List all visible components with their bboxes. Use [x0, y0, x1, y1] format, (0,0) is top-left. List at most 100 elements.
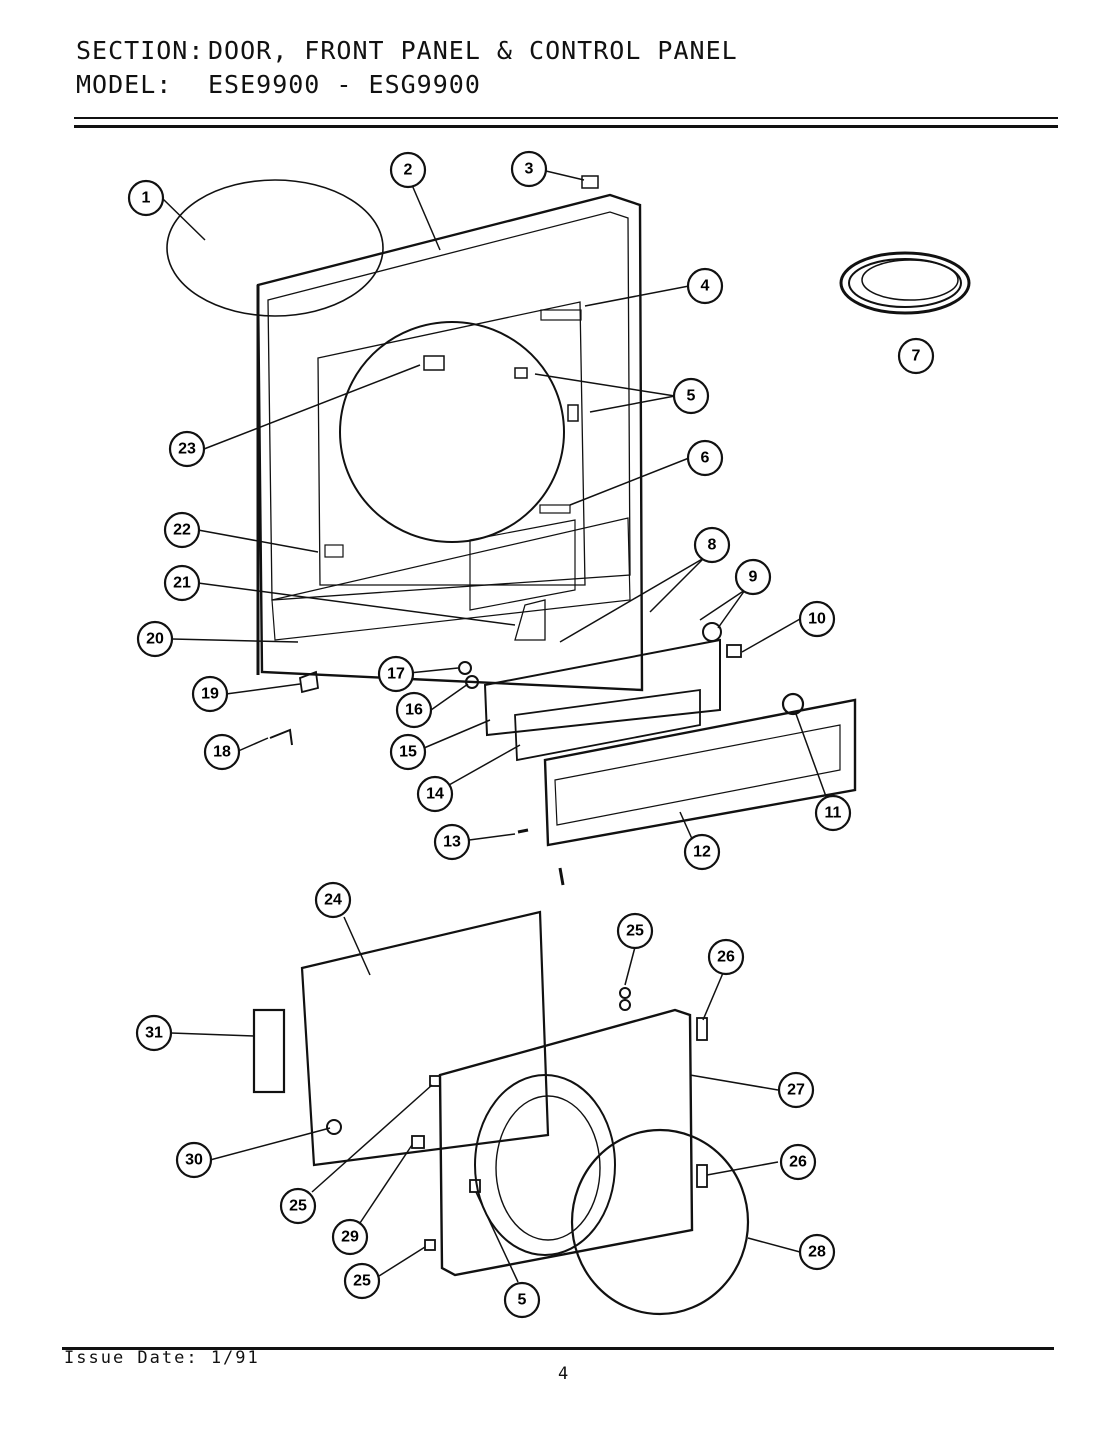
issue-date: Issue Date: 1/91 [64, 1348, 260, 1368]
callout-26a: 26 [707, 938, 745, 976]
callout-12: 12 [683, 833, 721, 871]
svg-text:28: 28 [808, 1244, 826, 1261]
part-control-bracket [469, 519, 576, 611]
svg-text:24: 24 [324, 892, 342, 909]
part-door-handle [252, 1008, 286, 1094]
page-number: 4 [558, 1364, 571, 1384]
model-label: MODEL: [76, 70, 173, 99]
svg-text:9: 9 [749, 569, 758, 586]
part-knob-11 [781, 692, 805, 716]
callout-16: 16 [395, 691, 433, 729]
callout-5b: 5 [503, 1281, 541, 1319]
svg-text:7: 7 [912, 348, 921, 365]
header-rule-bottom [74, 125, 1058, 128]
callout-30: 30 [175, 1141, 213, 1179]
part-control-overlay [514, 688, 701, 762]
callout-7: 7 [897, 337, 935, 375]
svg-text:17: 17 [387, 666, 405, 683]
callout-25c: 25 [343, 1262, 381, 1300]
svg-text:20: 20 [146, 631, 164, 648]
callout-26b: 26 [779, 1143, 817, 1181]
part-door-inner-panel [300, 910, 550, 1167]
callout-2: 2 [389, 151, 427, 189]
callout-17: 17 [377, 655, 415, 693]
callout-9: 9 [734, 558, 772, 596]
callout-24: 24 [314, 881, 352, 919]
svg-text:11: 11 [825, 805, 842, 822]
model-value: ESE9900 - ESG9900 [208, 70, 481, 99]
section-header: SECTION:DOOR, FRONT PANEL & CONTROL PANE… [76, 36, 738, 65]
svg-text:18: 18 [213, 744, 231, 761]
part-door-seal [570, 1128, 750, 1316]
svg-text:5: 5 [687, 388, 696, 405]
callout-15: 15 [389, 733, 427, 771]
svg-text:5: 5 [518, 1292, 527, 1309]
svg-text:31: 31 [145, 1025, 163, 1042]
callout-20: 20 [136, 620, 174, 658]
callout-19: 19 [191, 675, 229, 713]
callout-6: 6 [686, 439, 724, 477]
svg-text:4: 4 [701, 278, 710, 295]
svg-text:26: 26 [789, 1154, 807, 1171]
header-rule-top [74, 117, 1058, 119]
callout-28: 28 [798, 1233, 836, 1271]
callout-25b: 25 [279, 1187, 317, 1225]
callout-29: 29 [331, 1218, 369, 1256]
callout-1: 1 [127, 179, 165, 217]
svg-text:13: 13 [443, 834, 461, 851]
callout-5: 5 [672, 377, 710, 415]
svg-text:1: 1 [142, 190, 151, 207]
callout-13: 13 [433, 823, 471, 861]
callout-18: 18 [203, 733, 241, 771]
model-header: MODEL: ESE9900 - ESG9900 [76, 70, 481, 99]
callout-23: 23 [168, 430, 206, 468]
leader-lines [161, 170, 833, 1283]
svg-text:19: 19 [201, 686, 219, 703]
section-label: SECTION: [76, 36, 205, 65]
svg-text:12: 12 [693, 844, 711, 861]
svg-text:25: 25 [289, 1198, 307, 1215]
part-control-board [483, 638, 721, 737]
svg-text:8: 8 [708, 537, 717, 554]
callout-10: 10 [798, 600, 836, 638]
callout-14: 14 [416, 775, 454, 813]
svg-text:30: 30 [185, 1152, 203, 1169]
callout-25a: 25 [616, 912, 654, 950]
callout-27: 27 [777, 1071, 815, 1109]
svg-text:23: 23 [178, 441, 196, 458]
svg-text:26: 26 [717, 949, 735, 966]
part-door-outer [438, 1008, 694, 1277]
callout-22: 22 [163, 511, 201, 549]
svg-text:22: 22 [173, 522, 191, 539]
svg-text:25: 25 [353, 1273, 371, 1290]
callout-31: 31 [135, 1014, 173, 1052]
svg-text:2: 2 [404, 162, 413, 179]
part-drum-opening [339, 321, 565, 543]
callout-3: 3 [510, 150, 548, 188]
part-control-panel-bezel [543, 698, 857, 847]
part-panel-recess [317, 301, 586, 586]
svg-text:10: 10 [808, 611, 826, 628]
svg-text:16: 16 [405, 702, 423, 719]
svg-text:29: 29 [341, 1229, 359, 1246]
callout-11: 11 [814, 794, 852, 832]
callout-8: 8 [693, 526, 731, 564]
section-value: DOOR, FRONT PANEL & CONTROL PANEL [208, 36, 738, 65]
footer-rule [62, 1347, 1054, 1350]
svg-text:14: 14 [426, 786, 444, 803]
callout-bubbles: 1 2 3 4 5 6 7 8 9 10 11 12 13 14 15 16 1… [127, 150, 935, 1319]
callout-4: 4 [686, 267, 724, 305]
svg-text:25: 25 [626, 923, 644, 940]
svg-text:15: 15 [399, 744, 417, 761]
part-front-panel [256, 193, 644, 692]
svg-text:21: 21 [173, 575, 191, 592]
part-ring-gasket [166, 179, 384, 317]
part-door-window [474, 1074, 616, 1256]
part-wire-harness [839, 251, 971, 315]
callout-21: 21 [163, 564, 201, 602]
svg-text:6: 6 [701, 450, 710, 467]
svg-text:3: 3 [525, 161, 534, 178]
svg-text:27: 27 [787, 1082, 805, 1099]
part-clip-3 [581, 175, 599, 189]
